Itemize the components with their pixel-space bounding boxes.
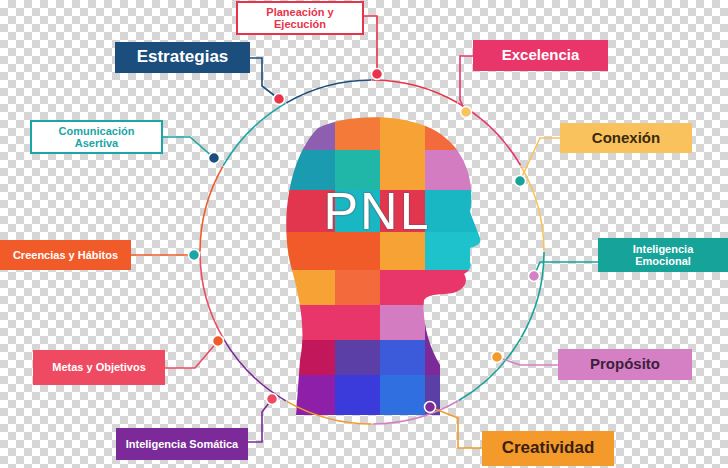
head-label: PNL bbox=[292, 178, 462, 245]
topic-label: Comunicación Asertiva bbox=[38, 125, 155, 149]
leader-line bbox=[520, 138, 560, 181]
ring-arc bbox=[200, 80, 544, 424]
head-title: PNL bbox=[323, 183, 430, 240]
ring-dot bbox=[492, 352, 503, 363]
topic-box: Estrategias bbox=[115, 42, 250, 73]
ring-arc bbox=[200, 80, 544, 424]
leader-line bbox=[430, 407, 482, 448]
mosaic-tile bbox=[335, 305, 381, 341]
topic-box: Creatividad bbox=[482, 431, 614, 466]
topic-label: Excelencia bbox=[502, 47, 580, 64]
mosaic-tile bbox=[335, 375, 381, 421]
mosaic-tile bbox=[380, 340, 426, 376]
mosaic-tile bbox=[425, 190, 471, 233]
mosaic-tile bbox=[285, 112, 336, 151]
topic-box: Propósito bbox=[558, 349, 692, 380]
leader-line bbox=[131, 254, 194, 256]
ring-dot bbox=[209, 153, 220, 164]
mosaic-tile bbox=[470, 305, 501, 341]
head-mosaic bbox=[285, 112, 501, 421]
mosaic-tile bbox=[470, 270, 501, 306]
leader-line bbox=[460, 56, 473, 112]
topic-label: Planeación y Ejecución bbox=[244, 6, 356, 30]
mosaic-tile bbox=[425, 232, 471, 271]
leader-line bbox=[248, 399, 272, 442]
topic-label: Propósito bbox=[590, 356, 660, 373]
leader-line bbox=[165, 341, 218, 368]
mosaic-tile bbox=[335, 270, 381, 306]
mosaic-tile bbox=[470, 232, 501, 271]
topic-box: Conexión bbox=[560, 123, 692, 153]
ring-dot bbox=[372, 69, 383, 80]
topic-box: Inteligencia Emocional bbox=[598, 238, 728, 272]
topic-label: Metas y Objetivos bbox=[52, 361, 146, 373]
mosaic-tile bbox=[380, 112, 426, 151]
mosaic-tile bbox=[285, 375, 336, 421]
mosaic-tile bbox=[425, 340, 471, 376]
leader-lines bbox=[131, 16, 598, 448]
ring-arc bbox=[200, 80, 544, 424]
leader-line bbox=[250, 58, 279, 99]
mosaic-tile bbox=[470, 190, 501, 233]
ring-arc bbox=[200, 80, 544, 424]
mosaic-tile bbox=[380, 305, 426, 341]
topic-box: Inteligencia Somática bbox=[116, 428, 248, 460]
mosaic-tile bbox=[335, 112, 381, 151]
topic-label: Creatividad bbox=[502, 439, 595, 458]
leader-line bbox=[497, 357, 558, 365]
ring-arc bbox=[200, 80, 544, 424]
mosaic-tile bbox=[470, 150, 501, 191]
topic-box: Comunicación Asertiva bbox=[30, 120, 163, 154]
mosaic-tile bbox=[425, 150, 471, 191]
ring-dot bbox=[213, 336, 224, 347]
topic-box: Metas y Objetivos bbox=[33, 350, 165, 385]
mosaic-tile bbox=[380, 270, 426, 306]
mosaic-tile bbox=[380, 375, 426, 421]
ring-dot bbox=[461, 107, 472, 118]
topic-box: Creencias y Hábitos bbox=[0, 240, 131, 270]
mosaic-tile bbox=[285, 305, 336, 341]
ring-arc bbox=[200, 80, 544, 424]
mosaic-tile bbox=[285, 270, 336, 306]
ring-arc bbox=[200, 80, 544, 424]
head-outline bbox=[286, 117, 480, 415]
ring-dot bbox=[189, 250, 200, 261]
ring bbox=[200, 80, 544, 424]
leader-line bbox=[163, 137, 214, 158]
topic-box: Planeación y Ejecución bbox=[236, 1, 364, 35]
ring-dot bbox=[425, 402, 436, 413]
mosaic-tile bbox=[470, 112, 501, 151]
ring-dot bbox=[274, 94, 285, 105]
topic-label: Inteligencia Emocional bbox=[606, 243, 720, 267]
topic-box: Excelencia bbox=[473, 40, 608, 71]
ring-arc bbox=[200, 80, 544, 424]
leader-line bbox=[534, 262, 598, 276]
leader-line bbox=[364, 16, 377, 74]
mosaic-tile bbox=[285, 340, 336, 376]
mosaic-tile bbox=[425, 270, 471, 306]
ring-arc bbox=[200, 80, 544, 424]
ring-dot bbox=[515, 176, 526, 187]
topic-label: Estrategias bbox=[137, 48, 229, 67]
ring-arc bbox=[200, 80, 544, 424]
topic-label: Creencias y Hábitos bbox=[13, 249, 118, 261]
mosaic-tile bbox=[425, 305, 471, 341]
ring-arc bbox=[200, 80, 544, 424]
topic-label: Inteligencia Somática bbox=[126, 438, 238, 450]
ring-dot bbox=[267, 394, 278, 405]
topic-label: Conexión bbox=[592, 130, 660, 147]
ring-arc bbox=[200, 80, 544, 424]
mosaic-tile bbox=[335, 340, 381, 376]
ring-dot bbox=[529, 271, 540, 282]
